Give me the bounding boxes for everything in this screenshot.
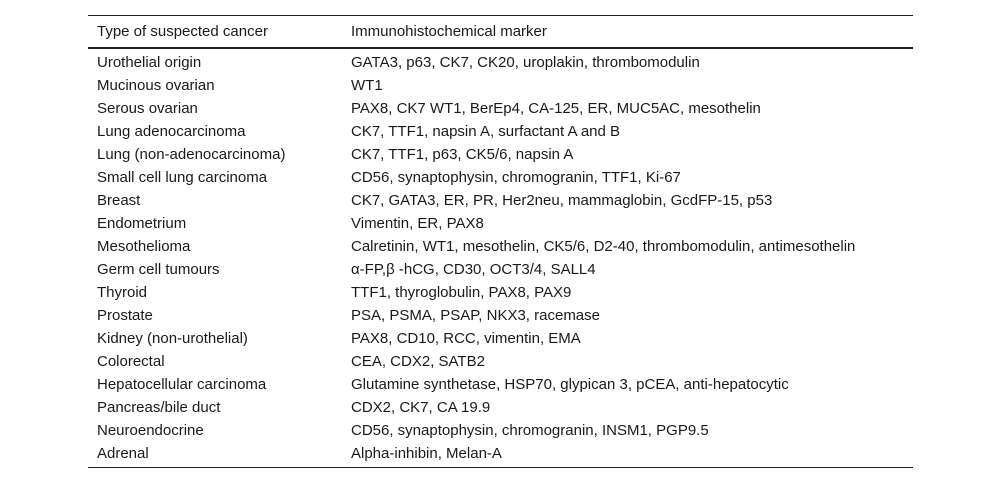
header-cancer-type: Type of suspected cancer [97,23,268,40]
table-row: Small cell lung carcinoma CD56, synaptop… [88,166,913,189]
cell-cancer-type: Endometrium [97,215,187,232]
table-header: Type of suspected cancer Immunohistochem… [88,15,913,48]
cell-marker: CK7, TTF1, p63, CK5/6, napsin A [351,146,574,163]
cell-cancer-type: Serous ovarian [97,100,198,117]
immunohistochemical-marker-table: Type of suspected cancer Immunohistochem… [88,15,913,468]
table-row: Endometrium Vimentin, ER, PAX8 [88,212,913,235]
table-row: Lung adenocarcinoma CK7, TTF1, napsin A,… [88,120,913,143]
table-row: Kidney (non-urothelial) PAX8, CD10, RCC,… [88,327,913,350]
header-marker: Immunohistochemical marker [351,23,547,40]
cell-cancer-type: Lung (non-adenocarcinoma) [97,146,286,163]
table-row: Mesothelioma Calretinin, WT1, mesothelin… [88,235,913,258]
table-row: Serous ovarian PAX8, CK7 WT1, BerEp4, CA… [88,97,913,120]
cell-marker: Alpha-inhibin, Melan-A [351,445,502,462]
table-row: Pancreas/bile duct CDX2, CK7, CA 19.9 [88,396,913,419]
table-row: Hepatocellular carcinoma Glutamine synth… [88,373,913,396]
table-row: Germ cell tumours α-FP,β -hCG, CD30, OCT… [88,258,913,281]
cell-cancer-type: Urothelial origin [97,54,202,71]
cell-cancer-type: Hepatocellular carcinoma [97,376,267,393]
cell-cancer-type: Pancreas/bile duct [97,399,221,416]
cell-cancer-type: Kidney (non-urothelial) [97,330,248,347]
cell-marker: CK7, GATA3, ER, PR, Her2neu, mammaglobin… [351,192,773,209]
cell-marker: PSA, PSMA, PSAP, NKX3, racemase [351,307,600,324]
cell-marker: CEA, CDX2, SATB2 [351,353,485,370]
cell-marker: Vimentin, ER, PAX8 [351,215,484,232]
cell-cancer-type: Prostate [97,307,153,324]
cell-marker: PAX8, CK7 WT1, BerEp4, CA-125, ER, MUC5A… [351,100,761,117]
cell-marker: TTF1, thyroglobulin, PAX8, PAX9 [351,284,572,301]
table-row: Neuroendocrine CD56, synaptophysin, chro… [88,419,913,442]
table-row: Adrenal Alpha-inhibin, Melan-A [88,442,913,468]
header-row: Type of suspected cancer Immunohistochem… [88,15,913,48]
table-row: Thyroid TTF1, thyroglobulin, PAX8, PAX9 [88,281,913,304]
table-row: Lung (non-adenocarcinoma) CK7, TTF1, p63… [88,143,913,166]
table-row: Prostate PSA, PSMA, PSAP, NKX3, racemase [88,304,913,327]
table-body: Urothelial origin GATA3, p63, CK7, CK20,… [88,48,913,468]
table-row: Urothelial origin GATA3, p63, CK7, CK20,… [88,48,913,74]
cell-marker: PAX8, CD10, RCC, vimentin, EMA [351,330,581,347]
cell-marker: CD56, synaptophysin, chromogranin, INSM1… [351,422,709,439]
table-row: Colorectal CEA, CDX2, SATB2 [88,350,913,373]
cell-marker: CDX2, CK7, CA 19.9 [351,399,491,416]
table-row: Breast CK7, GATA3, ER, PR, Her2neu, mamm… [88,189,913,212]
cell-cancer-type: Adrenal [97,445,149,462]
cell-marker: α-FP,β -hCG, CD30, OCT3/4, SALL4 [351,261,596,278]
cell-cancer-type: Mucinous ovarian [97,77,215,94]
cell-marker: GATA3, p63, CK7, CK20, uroplakin, thromb… [351,54,700,71]
cell-cancer-type: Mesothelioma [97,238,191,255]
cell-marker: Calretinin, WT1, mesothelin, CK5/6, D2-4… [351,238,856,255]
cell-marker: CD56, synaptophysin, chromogranin, TTF1,… [351,169,681,186]
cell-cancer-type: Colorectal [97,353,165,370]
cell-cancer-type: Small cell lung carcinoma [97,169,268,186]
cell-marker: WT1 [351,77,383,94]
cell-marker: CK7, TTF1, napsin A, surfactant A and B [351,123,621,140]
cell-cancer-type: Lung adenocarcinoma [97,123,246,140]
table-row: Mucinous ovarian WT1 [88,74,913,97]
cell-marker: Glutamine synthetase, HSP70, glypican 3,… [351,376,789,393]
cell-cancer-type: Breast [97,192,141,209]
cell-cancer-type: Thyroid [97,284,148,301]
marker-table-container: Type of suspected cancer Immunohistochem… [88,15,913,468]
cell-cancer-type: Neuroendocrine [97,422,204,439]
cell-cancer-type: Germ cell tumours [97,261,220,278]
